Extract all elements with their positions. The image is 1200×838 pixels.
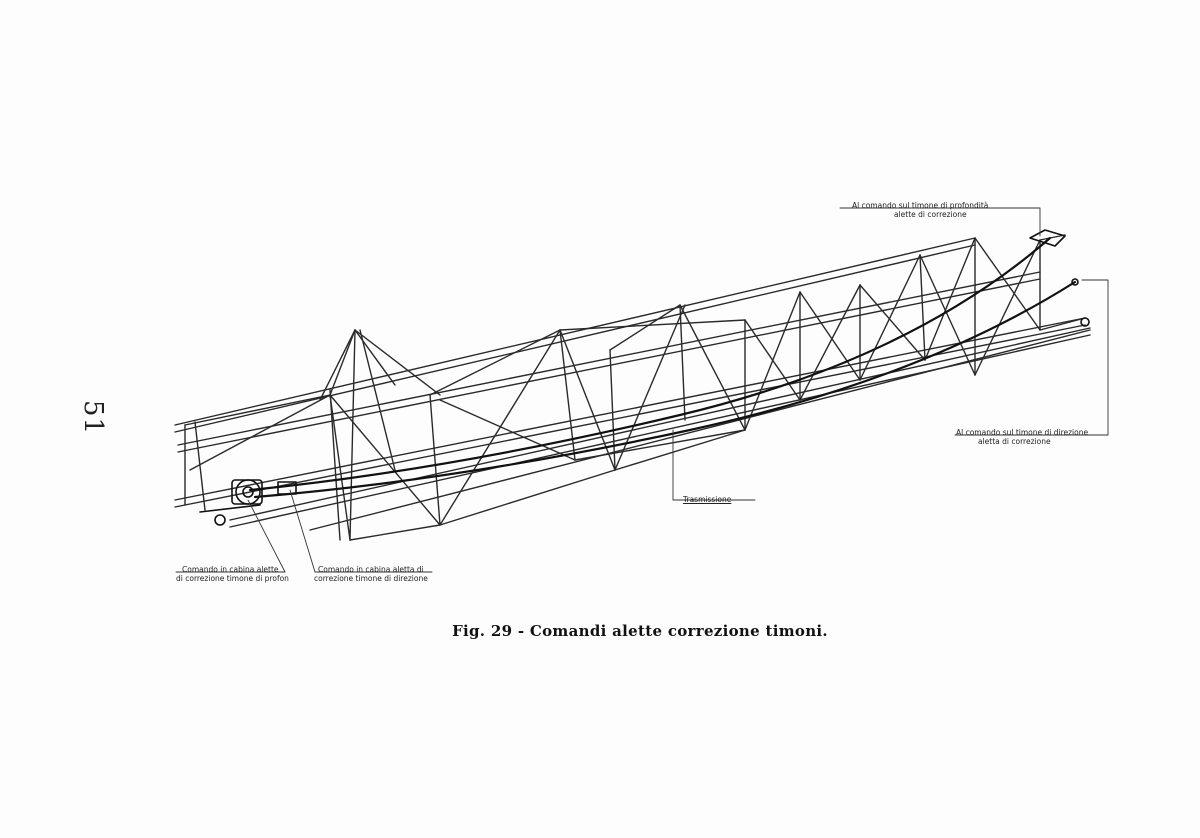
cabin-control-units xyxy=(199,479,297,526)
figure-caption-text: Fig. 29 - Comandi alette correzione timo… xyxy=(452,622,828,640)
top-longerons xyxy=(174,237,1041,453)
callout-cabin-rudder-line2: correzione timone di direzione xyxy=(314,574,428,583)
callout-elevator-control: Al comando sul timone di profondità alet… xyxy=(852,201,988,219)
callout-rudder-control: Al comando sul timone di direzione alett… xyxy=(956,428,1088,446)
callout-elevator-line1: Al comando sul timone di profondità xyxy=(852,201,989,210)
callout-rudder-line1: Al comando sul timone di direzione xyxy=(956,428,1089,437)
callout-cabin-elevator-line2: di correzione timone di profon xyxy=(176,574,289,583)
truss-frames xyxy=(184,237,1041,541)
callout-leaders xyxy=(175,207,1109,573)
callout-transmission: Trasmissione xyxy=(683,495,732,504)
bottom-longerons xyxy=(174,317,1091,531)
callout-cabin-rudder: Comando in cabina aletta di correzione t… xyxy=(314,565,428,583)
callout-elevator-line2: alette di correzione xyxy=(894,210,967,219)
callout-cabin-elevator-line1: Comando in cabina alette xyxy=(182,565,279,574)
callout-cabin-elevator: Comando in cabina alette di correzione t… xyxy=(176,565,289,583)
callout-cabin-rudder-line1: Comando in cabina aletta di xyxy=(318,565,424,574)
truss-diagonals xyxy=(184,234,1086,541)
callout-rudder-line2: aletta di correzione xyxy=(978,437,1051,446)
control-transmission-cables xyxy=(248,236,1077,499)
figure-caption: Fig. 29 - Comandi alette correzione timo… xyxy=(0,622,1200,640)
page-number: 51 xyxy=(78,400,108,436)
tail-fittings xyxy=(1029,229,1090,327)
